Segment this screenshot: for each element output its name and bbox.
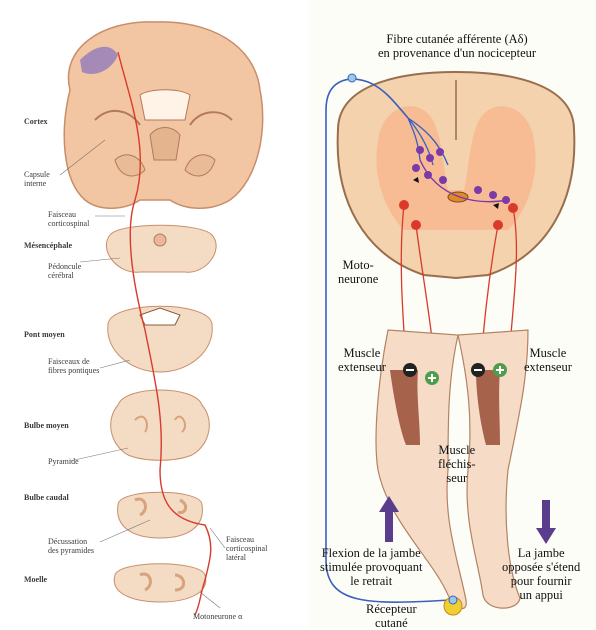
label-pedoncule-cerebral: Pédoncule cérébral — [48, 262, 81, 280]
medulla-middle-section — [111, 390, 210, 460]
label-recepteur-cutane: Récepteur cutané — [366, 602, 417, 630]
label-pyramide: Pyramide — [48, 457, 79, 466]
label-motoneurone: Moto- neurone — [338, 258, 378, 286]
inhibition-minus-icon — [403, 363, 417, 377]
excitation-plus-icon — [425, 371, 439, 385]
label-decussation-pyramides: Décussation des pyramides — [48, 537, 94, 555]
spinal-cord-cross-section — [338, 72, 575, 278]
label-jambe-opposee: La jambe opposée s'étend pour fournir un… — [502, 546, 580, 602]
label-capsule-interne: Capsule interne — [24, 170, 50, 188]
extension-down-arrow — [536, 500, 556, 544]
pons-section — [108, 306, 212, 372]
label-muscle-extenseur-right: Muscle extenseur — [524, 346, 572, 374]
label-muscle-extenseur-left: Muscle extenseur — [338, 346, 386, 374]
spinal-cord-section — [114, 564, 206, 602]
label-bulbe-moyen: Bulbe moyen — [24, 421, 69, 430]
label-moelle: Moelle — [24, 575, 47, 584]
label-bulbe-caudal: Bulbe caudal — [24, 493, 69, 502]
label-flexion-jambe: Flexion de la jambe stimulée provoquant … — [320, 546, 422, 588]
mesencephalon-section — [106, 225, 216, 272]
reflex-illustration — [308, 0, 596, 627]
label-faisceaux-fibres-pontiques: Faisceaux de fibres pontiques — [48, 357, 99, 375]
excitation-plus-icon-right — [493, 363, 507, 377]
label-fibre-afferente: Fibre cutanée afférente (Aδ) en provenan… — [378, 32, 536, 60]
label-muscle-flechisseur: Muscle fléchis- seur — [438, 443, 475, 485]
label-cortex: Cortex — [24, 117, 48, 126]
medulla-caudal-section — [118, 492, 203, 538]
label-faisceau-corticospinal: Faisceau corticospinal — [48, 210, 89, 228]
corticospinal-pathway-panel: Cortex Capsule interne Faisceau corticos… — [0, 0, 300, 627]
label-faisceau-corticospinal-lateral: Faisceau corticospinal latéral — [226, 535, 267, 562]
label-pont-moyen: Pont moyen — [24, 330, 65, 339]
brain-coronal-section — [64, 22, 262, 208]
label-mesencephale: Mésencéphale — [24, 241, 72, 250]
withdrawal-reflex-panel: Fibre cutanée afférente (Aδ) en provenan… — [308, 0, 596, 627]
label-motoneurone-alpha: Motoneurone α — [193, 612, 242, 621]
ganglion-icon — [348, 74, 356, 82]
inhibition-minus-icon-right — [471, 363, 485, 377]
corticospinal-illustration — [0, 0, 300, 627]
